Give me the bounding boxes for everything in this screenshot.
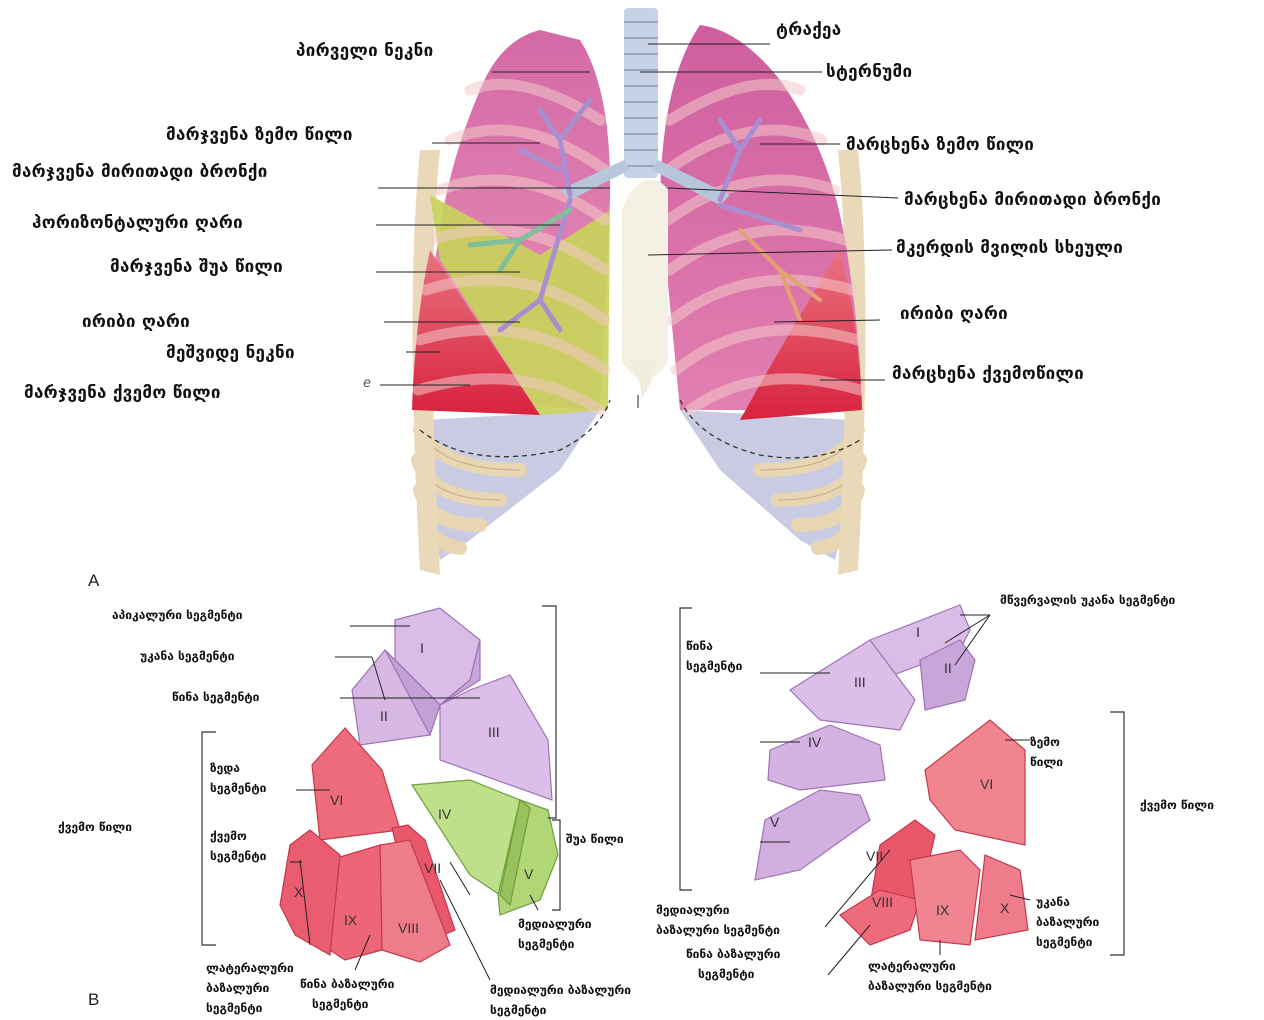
- label-anterior-basal-left: წინა ბაზალური სეგმენტი: [686, 944, 780, 984]
- panel-label-b: B: [88, 990, 99, 1010]
- label-sternum-body: მკერდის მვილის სხეული: [896, 238, 1123, 258]
- segment-l5: [755, 790, 870, 880]
- panel-label-a: A: [88, 571, 99, 591]
- label-left-upper-lobe: მარცხენა ზემო წილი: [846, 135, 1034, 155]
- label-posterior-basal-line2: ბაზალური: [1036, 912, 1099, 932]
- label-medial-segment: მედიალური სეგმენტი: [518, 914, 592, 954]
- label-lateral-basal-right: ლატერალური ბაზალური სეგმენტი: [206, 958, 294, 1018]
- label-upper-lobe-line1: ზემო: [1030, 732, 1063, 752]
- label-lower-segment: ქვემო სეგმენტი: [210, 826, 266, 866]
- label-anterior-left-line1: წინა: [686, 636, 742, 656]
- label-lower-seg-line1: ქვემო: [210, 826, 266, 846]
- segment-l6: [925, 720, 1025, 845]
- label-upper-lobe-left: ზემო წილი: [1030, 732, 1063, 772]
- label-sternum: სტერნუმი: [826, 62, 912, 82]
- numeral-r9: IX: [344, 912, 357, 928]
- numeral-r10: X: [294, 884, 303, 900]
- numeral-r5: V: [524, 866, 533, 882]
- label-lateral-basal-left-line2: ბაზალური სეგმენტი: [868, 976, 992, 996]
- numeral-l4: IV: [808, 734, 821, 750]
- thorax-illustration: [412, 8, 866, 575]
- label-posterior-basal-left: უკანა ბაზალური სეგმენტი: [1036, 892, 1099, 952]
- label-medial-basal-line1: მედიალური ბაზალური: [490, 980, 631, 1000]
- label-medial-basal-left-line2: ბაზალური სეგმენტი: [656, 920, 780, 940]
- label-middle-lobe: შუა წილი: [566, 832, 624, 846]
- numeral-l1: I: [916, 624, 920, 640]
- label-upper-lobe-line2: წილი: [1030, 752, 1063, 772]
- label-medial-basal-left-line1: მედიალური: [656, 900, 780, 920]
- label-superior-line2: სეგმენტი: [210, 778, 266, 798]
- label-medial-line1: მედიალური: [518, 914, 592, 934]
- label-anterior-segment-left: წინა სეგმენტი: [686, 636, 742, 676]
- label-lateral-basal-line1: ლატერალური: [206, 958, 294, 978]
- label-right-main-bronchus: მარჯვენა მირითადი ბრონქი: [12, 162, 268, 182]
- numeral-l5: V: [770, 814, 779, 830]
- label-right-middle-lobe: მარჯვენა შუა წილი: [110, 257, 283, 277]
- numeral-r8: VIII: [398, 920, 419, 936]
- label-anterior-basal-line2: სეგმენტი: [300, 994, 394, 1014]
- costal-cartilage-left: [680, 410, 850, 560]
- label-anterior-segment: წინა სეგმენტი: [172, 690, 259, 704]
- right-lower-segments: [280, 728, 455, 962]
- label-trachea: ტრაქეა: [776, 20, 841, 40]
- label-superior-segment: ზედა სეგმენტი: [210, 758, 266, 798]
- numeral-r1: I: [420, 640, 424, 656]
- label-superior-line1: ზედა: [210, 758, 266, 778]
- numeral-l10: X: [1000, 900, 1009, 916]
- numeral-l8: VIII: [872, 894, 893, 910]
- numeral-r6: VI: [330, 792, 343, 808]
- label-medial-basal-right: მედიალური ბაზალური სეგმენტი: [490, 980, 631, 1020]
- label-posterior-segment: უკანა სეგმენტი: [140, 649, 234, 663]
- label-anterior-basal-line1: წინა ბაზალური: [300, 974, 394, 994]
- numeral-r7: VII: [424, 860, 441, 876]
- segment-l4: [768, 725, 885, 790]
- segment-l9: [910, 850, 980, 945]
- label-anterior-left-line2: სეგმენტი: [686, 656, 742, 676]
- label-posterior-basal-line1: უკანა: [1036, 892, 1099, 912]
- costal-cartilage-right: [425, 410, 600, 560]
- marker-e: e: [363, 376, 371, 391]
- label-first-rib: პირველი ნეკნი: [296, 41, 433, 61]
- label-right-lower-lobe: მარჯვენა ქვემო წილი: [24, 383, 221, 403]
- label-apicoposterior: მწვერვალის უკანა სეგმენტი: [1000, 593, 1175, 607]
- segment-r10: [280, 830, 340, 955]
- numeral-l2: II: [944, 660, 952, 676]
- sternum: [622, 180, 668, 380]
- label-posterior-basal-line3: სეგმენტი: [1036, 932, 1099, 952]
- label-lower-seg-line2: სეგმენტი: [210, 846, 266, 866]
- label-anterior-basal-right: წინა ბაზალური სეგმენტი: [300, 974, 394, 1014]
- label-left-main-bronchus: მარცხენა მირითადი ბრონქი: [904, 190, 1161, 210]
- label-anterior-basal-left-line2: სეგმენტი: [686, 964, 780, 984]
- label-medial-basal-line2: სეგმენტი: [490, 1000, 631, 1020]
- segment-r6: [312, 728, 400, 840]
- label-seventh-rib: მეშვიდე ნეკნი: [166, 343, 295, 363]
- label-medial-line2: სეგმენტი: [518, 934, 592, 954]
- label-lateral-basal-line2: ბაზალური: [206, 978, 294, 998]
- label-lower-lobe-left: ქვემო წილი: [1140, 798, 1214, 812]
- label-left-lower-lobe: მარცხენა ქვემოწილი: [892, 364, 1084, 384]
- numeral-l6: VI: [980, 776, 993, 792]
- numeral-r2: II: [380, 708, 388, 724]
- numeral-l7: VII: [866, 848, 883, 864]
- label-lateral-basal-line3: სეგმენტი: [206, 998, 294, 1018]
- numeral-l3: III: [854, 674, 866, 690]
- numeral-r3: III: [488, 724, 500, 740]
- label-right-upper-lobe: მარჯვენა ზემო წილი: [166, 125, 353, 145]
- label-anterior-basal-left-line1: წინა ბაზალური: [686, 944, 780, 964]
- label-oblique-fissure-right: ირიბი ღარი: [82, 312, 190, 332]
- label-oblique-fissure-left: ირიბი ღარი: [900, 304, 1008, 324]
- label-horizontal-fissure: ჰორიზონტალური ღარი: [32, 213, 243, 233]
- label-lateral-basal-left: ლატერალური ბაზალური სეგმენტი: [868, 956, 992, 996]
- label-lower-lobe-right: ქვემო წილი: [58, 820, 132, 834]
- numeral-r4: IV: [438, 806, 451, 822]
- label-lateral-basal-left-line1: ლატერალური: [868, 956, 992, 976]
- label-medial-basal-left: მედიალური ბაზალური სეგმენტი: [656, 900, 780, 940]
- numeral-l9: IX: [936, 902, 949, 918]
- trachea: [624, 8, 658, 178]
- label-apical-segment: აპიკალური სეგმენტი: [112, 608, 243, 622]
